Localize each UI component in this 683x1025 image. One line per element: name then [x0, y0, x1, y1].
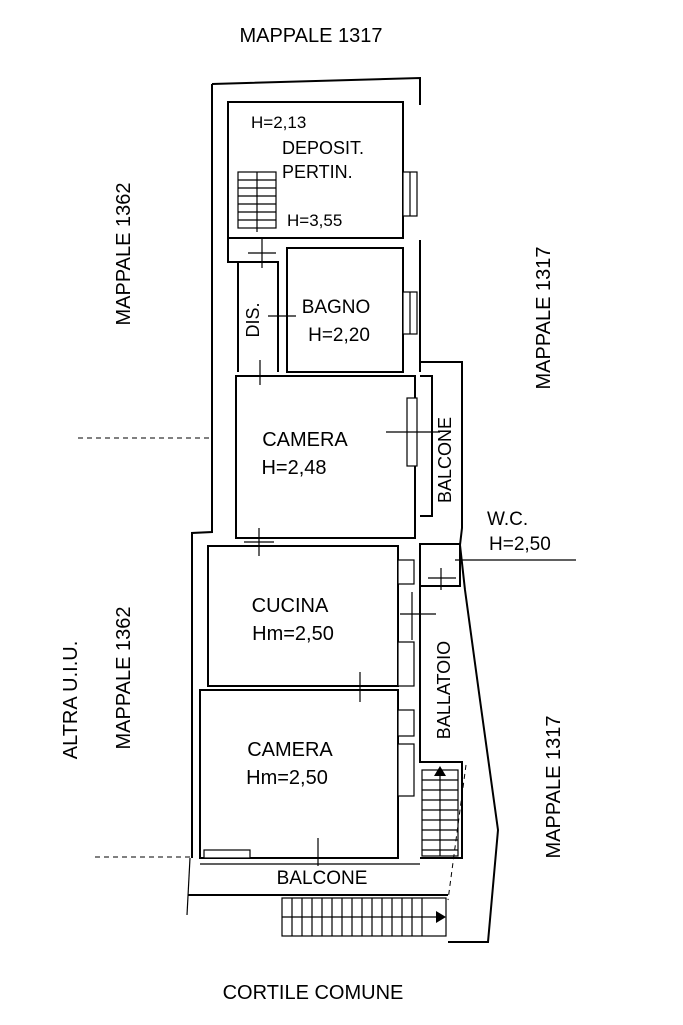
lot-boundary [186, 76, 500, 943]
dis-name: DIS. [243, 302, 263, 337]
stair-ballatoio [421, 766, 459, 857]
bagno-name: BAGNO [302, 297, 371, 318]
label-altra-uiu: ALTRA U.I.U. [60, 641, 82, 760]
wc-height: H=2,50 [489, 534, 551, 555]
label-cortile-comune: CORTILE COMUNE [223, 982, 404, 1004]
deposito-height-bottom: H=3,55 [287, 211, 342, 230]
cucina-name: CUCINA [252, 595, 329, 617]
deposito-name-line1: DEPOSIT. [282, 138, 364, 158]
label-mappale-left-bottom: MAPPALE 1362 [113, 606, 135, 749]
stair-deposito [237, 171, 277, 232]
camera-2-name: CAMERA [247, 739, 333, 761]
room-deposito [227, 101, 418, 239]
label-mappale-right-bottom: MAPPALE 1317 [543, 715, 565, 858]
room-dis [227, 238, 279, 385]
room-camera-1 [235, 375, 440, 556]
deposito-name-line2: PERTIN. [282, 162, 353, 182]
balcone-side-name: BALCONE [435, 417, 455, 503]
ballatoio-name: BALLATOIO [434, 641, 454, 739]
deposito-height-top: H=2,13 [251, 113, 306, 132]
property-line-ballatoio [447, 764, 467, 901]
ballatoio [419, 586, 463, 859]
label-mappale-left-top: MAPPALE 1362 [113, 182, 135, 325]
balcone-side [420, 375, 433, 517]
label-mappale-right-top: MAPPALE 1317 [533, 246, 555, 389]
camera-1-height: H=2,48 [261, 457, 326, 479]
wc-name: W.C. [487, 509, 528, 530]
camera-1-name: CAMERA [262, 429, 348, 451]
room-cucina [207, 545, 436, 687]
label-mappale-top: MAPPALE 1317 [239, 25, 382, 47]
bagno-height: H=2,20 [308, 325, 370, 346]
room-camera-2 [199, 672, 415, 866]
cucina-height: Hm=2,50 [252, 623, 334, 645]
stair-external [281, 897, 447, 937]
balcone-bottom-name: BALCONE [277, 868, 368, 889]
room-bagno [268, 247, 418, 373]
room-wc [419, 543, 576, 590]
camera-2-height: Hm=2,50 [246, 767, 328, 789]
